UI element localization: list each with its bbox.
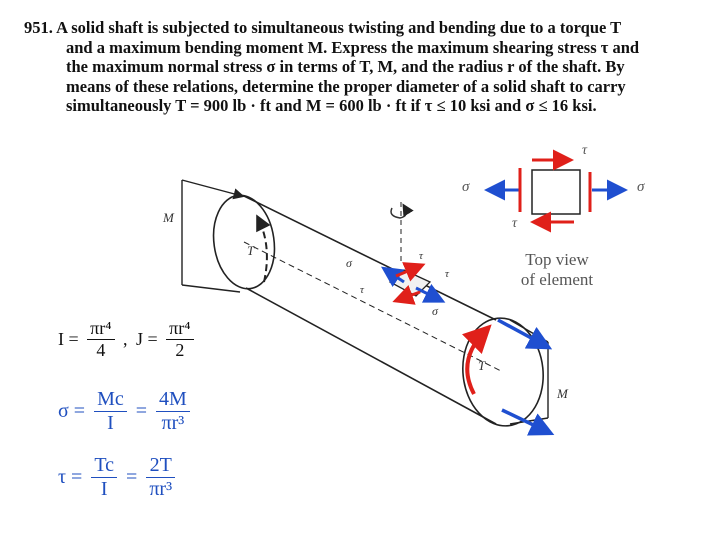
top-view-caption: Top view of element	[520, 250, 594, 289]
problem-line-2: and a maximum bending moment M. Express …	[66, 37, 640, 57]
label-tau-element-right: τ	[445, 268, 449, 280]
J-fraction: πr⁴ 2	[166, 318, 194, 361]
left-torque-arrow	[256, 214, 271, 283]
problem-statement: 951. A solid shaft is subjected to simul…	[24, 18, 684, 116]
problem-number: 951.	[24, 18, 53, 37]
surface-element	[381, 262, 446, 305]
formula-moments-of-inertia: I = πr⁴ 4 , J = πr⁴ 2	[56, 318, 196, 361]
label-M-left: M	[163, 210, 174, 225]
label-sigma-topview-right: σ	[637, 179, 645, 195]
formula-normal-stress: σ = Mc I = 4M πr³	[56, 388, 192, 435]
shaft-body	[212, 194, 544, 427]
right-moment-arrow-top	[497, 318, 553, 350]
label-sigma-element-left: σ	[346, 256, 352, 270]
right-torque-arrow	[461, 324, 492, 395]
label-sigma-element-bottom: σ	[432, 304, 438, 318]
label-T-right: T	[478, 358, 486, 373]
I-fraction: πr⁴ 4	[87, 318, 115, 361]
label-tau-element-left: τ	[360, 284, 364, 296]
problem-line-4: means of these relations, determine the …	[66, 76, 626, 96]
formula-shear-stress: τ = Tc I = 2T πr³	[56, 454, 177, 501]
label-tau-element-top: τ	[419, 250, 423, 262]
rotation-arrow	[390, 203, 414, 219]
problem-line-1: 951. A solid shaft is subjected to simul…	[24, 18, 622, 37]
right-moment-arrow-bottom	[501, 408, 555, 436]
top-view-element	[484, 149, 628, 233]
label-M-right: M	[557, 386, 568, 401]
I-lhs: I =	[58, 329, 79, 349]
problem-line-5: simultaneously T = 900 lb · ft and M = 6…	[66, 96, 597, 115]
problem-line-3: the maximum normal stress σ in terms of …	[66, 57, 625, 76]
J-lhs: J =	[136, 329, 158, 349]
label-sigma-topview-left: σ	[462, 179, 470, 195]
label-T-left: T	[247, 243, 255, 258]
label-tau-topview-top: τ	[582, 143, 588, 158]
label-tau-topview-bottom: τ	[512, 216, 518, 231]
left-moment-bracket	[181, 179, 245, 293]
